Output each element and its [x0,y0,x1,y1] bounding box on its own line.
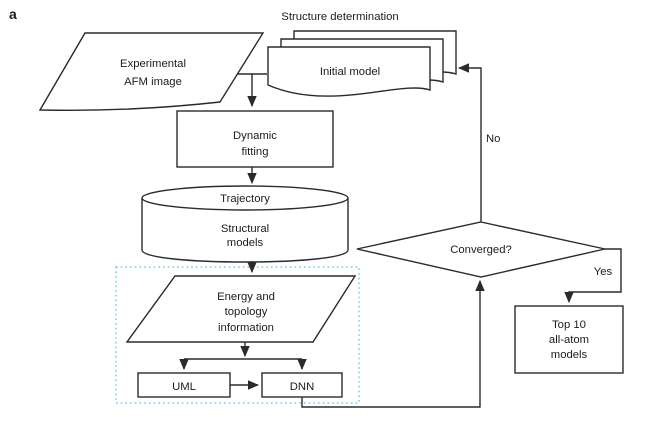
experimental-afm-image-parallelogram [38,32,265,112]
trajectory-label: Trajectory [220,193,270,205]
top10-label-line3: models [551,349,588,361]
energy-topology-label-line1: Energy and [217,291,275,303]
converged-diamond [356,221,606,278]
converged-label: Converged? [450,244,512,256]
dnn-label: DNN [290,381,314,393]
document-sheet-front [267,46,431,97]
no-edge-label: No [486,133,500,145]
dnn-box [261,372,343,398]
afm-image-label-line2: AFM image [124,76,182,88]
ml-dashed-region [115,266,360,404]
energy-topology-parallelogram [125,275,357,343]
dynamic-fitting-label-line1: Dynamic [233,130,277,142]
energy-topology-label-line3: information [218,322,274,334]
yes-edge-label: Yes [594,266,613,278]
top10-models-box [514,305,624,374]
edge-dnn-to-converged [301,279,485,408]
cylinder-body [141,198,349,263]
structural-models-label-line1: Structural [221,223,269,235]
structural-models-label-line2: models [227,237,264,249]
initial-model-label: Initial model [320,66,380,78]
dynamic-fitting-box [176,110,334,168]
initial-model-stack [267,30,457,97]
panel-label: a [9,6,17,22]
trajectory-cylinder [141,185,349,263]
figure-title: Structure determination [281,11,398,23]
top10-label-line2: all-atom [549,334,589,346]
top10-label-line1: Top 10 [552,319,586,331]
dynamic-fitting-label-line2: fitting [241,146,268,158]
cylinder-top-ellipse [141,185,349,211]
afm-image-label-line1: Experimental [120,58,186,70]
edge-yes-to-top10 [564,248,622,304]
edge-no-to-initial-model [457,63,482,222]
uml-label: UML [172,381,196,393]
energy-topology-label-line2: topology [225,306,268,318]
